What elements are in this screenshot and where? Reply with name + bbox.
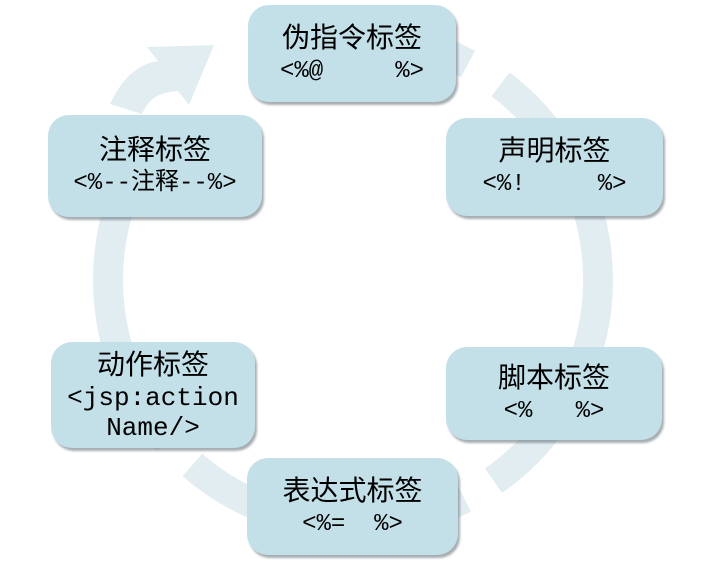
node-comment-tag: 注释标签 <%--注释--%> (48, 115, 262, 217)
node-directive-tag: 伪指令标签 <%@ %> (248, 5, 456, 102)
node-code-line2: Name/> (106, 413, 200, 443)
cycle-arrowhead-icon (110, 45, 214, 114)
node-label: 动作标签 (96, 348, 209, 381)
node-label: 伪指令标签 (281, 20, 422, 54)
node-code: <%--注释--%> (73, 170, 237, 197)
node-action-tag: 动作标签 <jsp:action Name/> (51, 342, 255, 448)
node-label: 注释标签 (98, 133, 211, 166)
node-expression-tag: 表达式标签 <%= %> (247, 458, 458, 555)
node-code-line1: <jsp:action (67, 383, 239, 413)
node-declaration-tag: 声明标签 <%! %> (446, 118, 663, 216)
node-code: <% %> (503, 397, 605, 425)
node-code: <%= %> (302, 510, 403, 538)
node-code: <%@ %> (279, 57, 425, 85)
node-label: 声明标签 (498, 134, 611, 167)
node-label: 表达式标签 (282, 473, 423, 507)
node-code: <%! %> (482, 171, 627, 198)
node-label: 脚本标签 (497, 360, 610, 394)
node-script-tag: 脚本标签 <% %> (446, 347, 662, 440)
